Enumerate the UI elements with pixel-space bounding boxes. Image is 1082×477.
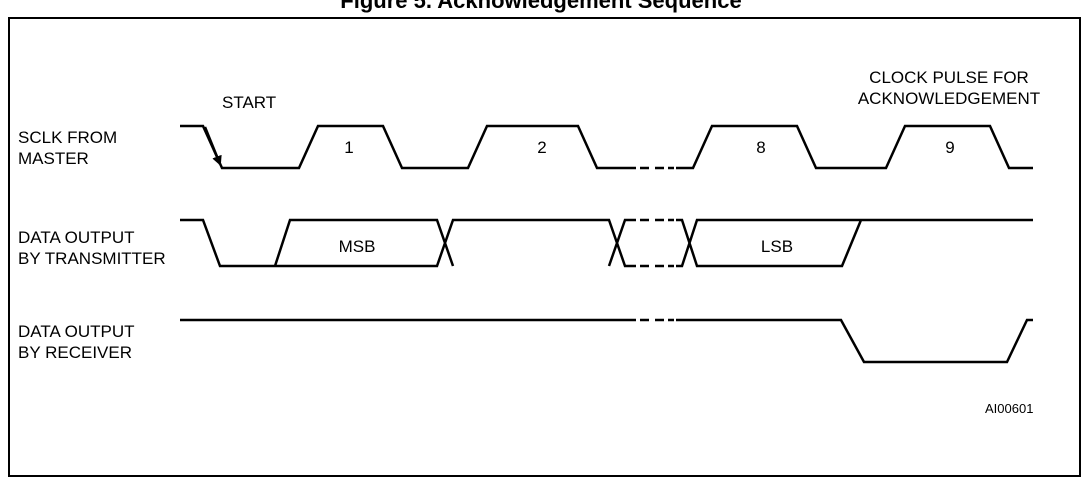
timing-waveforms: [180, 124, 1033, 364]
ack-label: CLOCK PULSE FOR ACKNOWLEDGEMENT: [838, 67, 1060, 109]
sclk-label: SCLK FROM MASTER: [18, 127, 117, 169]
ack-label-line-1: CLOCK PULSE FOR: [869, 68, 1029, 87]
receiver-label-line-1: DATA OUTPUT: [18, 322, 135, 341]
receiver-waveform: [180, 318, 1033, 364]
transmitter-label-line-2: BY TRANSMITTER: [18, 249, 166, 268]
start-arrow: [203, 126, 222, 166]
sclk-label-line-1: SCLK FROM: [18, 128, 118, 147]
transmitter-gap-dots: [640, 218, 674, 268]
receiver-label: DATA OUTPUT BY RECEIVER: [18, 321, 135, 363]
diagram-title: Figure 5. Acknowledgement Sequence: [340, 0, 742, 13]
pulse-number: 8: [756, 138, 766, 157]
transmitter-waveform: [180, 218, 1033, 268]
msb-label: MSB: [338, 237, 376, 256]
sclk-label-line-2: MASTER: [18, 149, 89, 168]
start-label: START: [222, 93, 277, 112]
sclk-waveform: [180, 124, 1033, 170]
ack-label-line-2: ACKNOWLEDGEMENT: [857, 89, 1041, 108]
lsb-label: LSB: [760, 237, 794, 256]
figure-code: AI00601: [985, 401, 1034, 416]
receiver-label-line-2: BY RECEIVER: [18, 343, 133, 362]
transmitter-label: DATA OUTPUT BY TRANSMITTER: [18, 227, 166, 269]
pulse-number: 9: [945, 138, 955, 157]
pulse-number: 2: [537, 138, 547, 157]
pulse-number: 1: [344, 138, 354, 157]
transmitter-label-line-1: DATA OUTPUT: [18, 228, 135, 247]
